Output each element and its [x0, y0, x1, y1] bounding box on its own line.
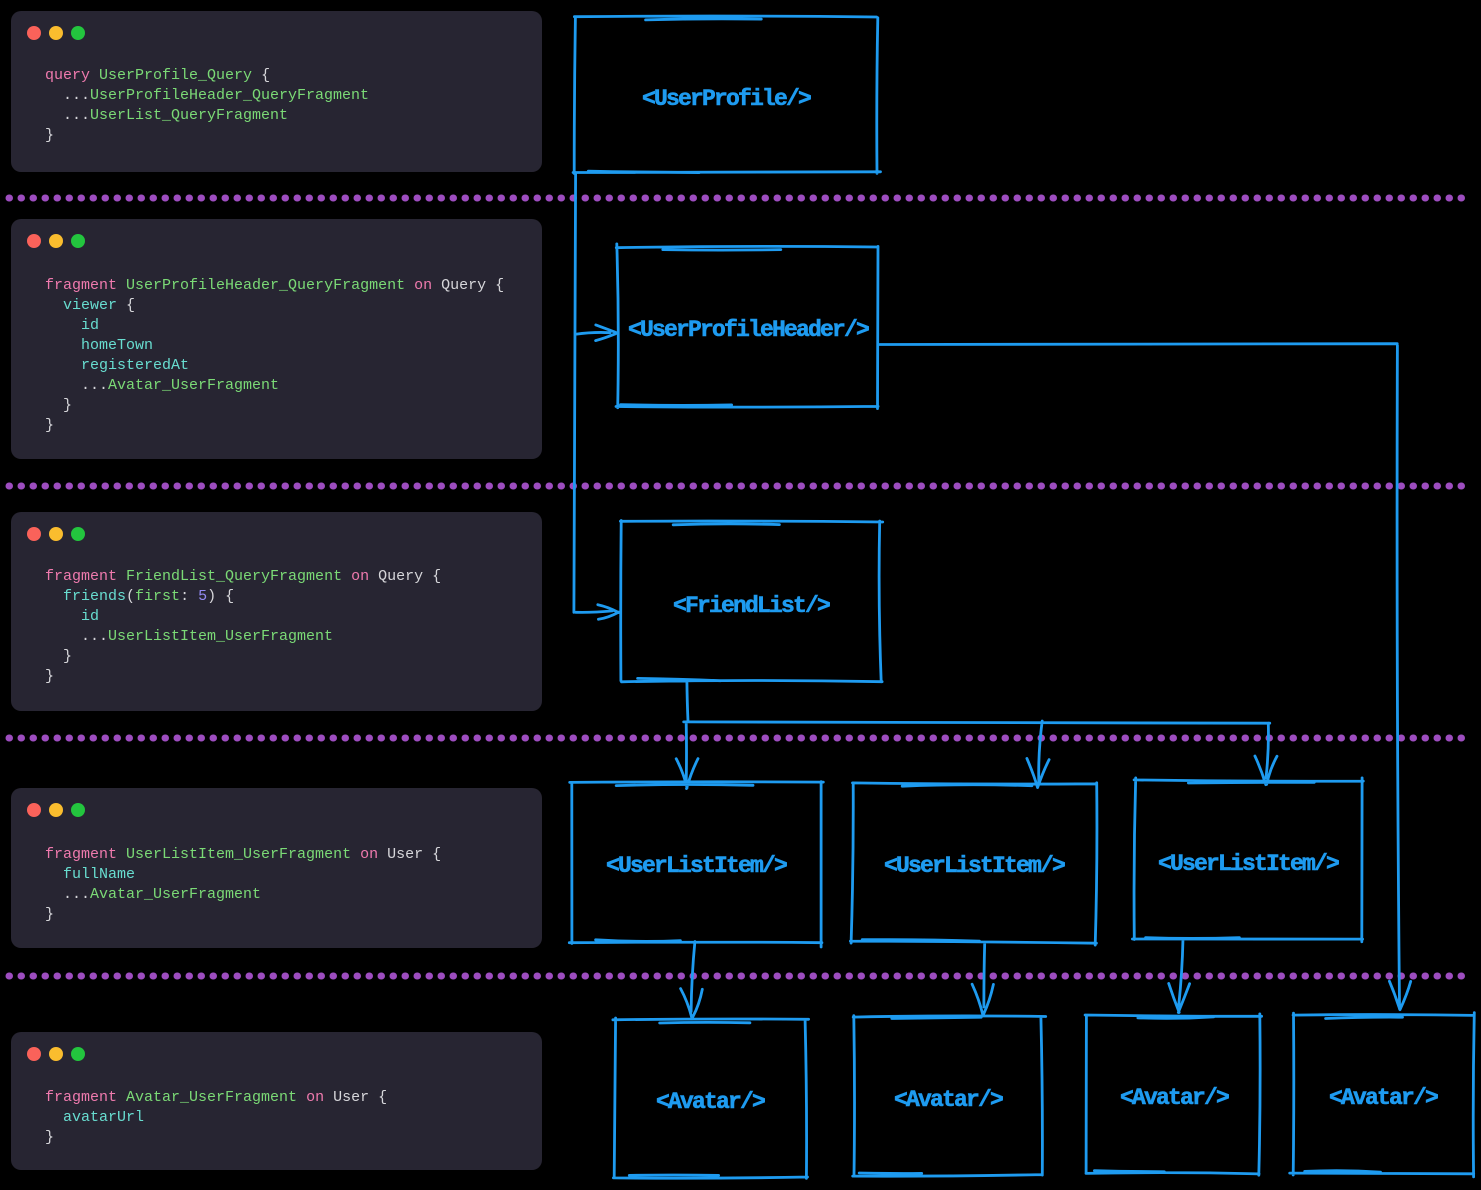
svg-text:<UserProfileHeader/>: <UserProfileHeader/>	[628, 317, 869, 343]
svg-text:<UserListItem/>: <UserListItem/>	[606, 853, 787, 879]
svg-text:<Avatar/>: <Avatar/>	[1329, 1085, 1438, 1111]
svg-text:<FriendList/>: <FriendList/>	[673, 593, 830, 619]
svg-text:<Avatar/>: <Avatar/>	[1120, 1085, 1229, 1111]
svg-text:<Avatar/>: <Avatar/>	[894, 1087, 1003, 1113]
svg-text:<UserProfile/>: <UserProfile/>	[642, 86, 811, 112]
svg-text:<UserListItem/>: <UserListItem/>	[884, 853, 1065, 879]
svg-text:<UserListItem/>: <UserListItem/>	[1158, 851, 1339, 877]
svg-text:<Avatar/>: <Avatar/>	[656, 1089, 765, 1115]
